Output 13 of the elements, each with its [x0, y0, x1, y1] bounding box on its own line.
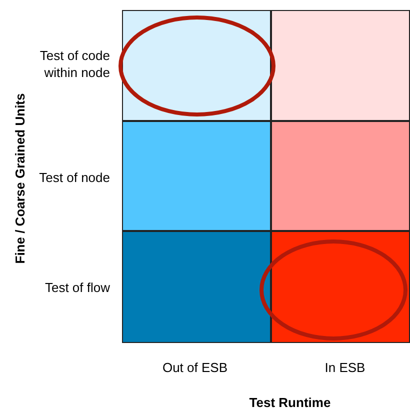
- axis-label: Test of code within node: [38, 47, 110, 81]
- matrix-cell: [271, 10, 410, 121]
- matrix-cell: [271, 121, 410, 231]
- axis-label: Fine / Coarse Grained Units: [12, 92, 28, 266]
- axis-label: Test of node: [38, 169, 110, 186]
- matrix-cell: [122, 121, 271, 231]
- axis-label: In ESB: [324, 359, 366, 376]
- axis-label: Test Runtime: [248, 394, 332, 411]
- matrix-cell: [271, 231, 410, 343]
- axis-label: Out of ESB: [161, 359, 229, 376]
- axis-label: Test of flow: [44, 279, 110, 296]
- highlight-ellipse: [259, 239, 408, 341]
- matrix-cell: [122, 231, 271, 343]
